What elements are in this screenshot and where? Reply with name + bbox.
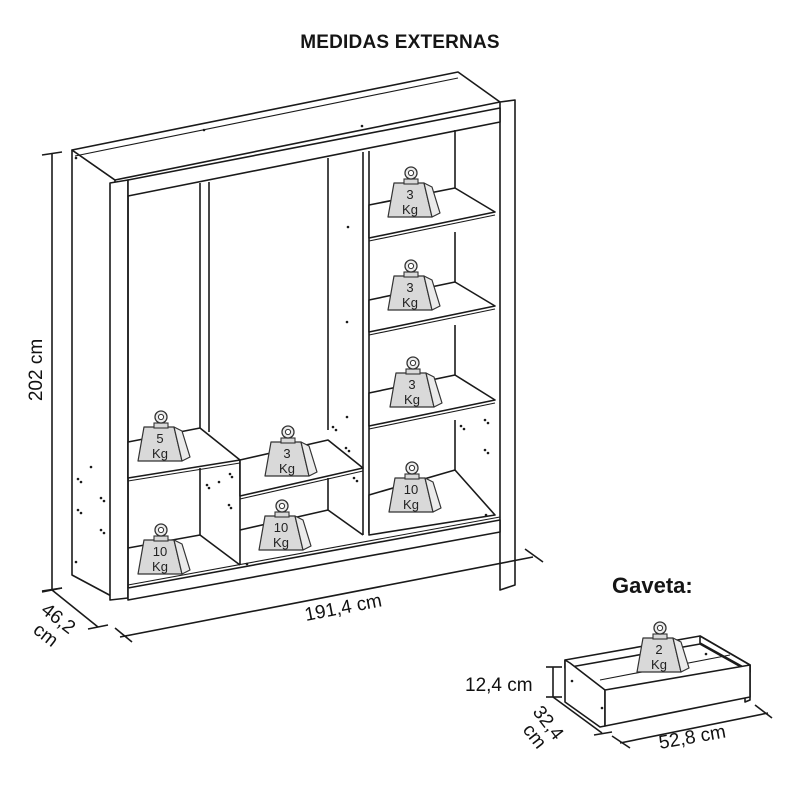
depth-dimension: 46,2 cm bbox=[29, 587, 109, 652]
svg-text:Kg: Kg bbox=[404, 392, 420, 407]
left-side-panel bbox=[71, 149, 116, 599]
svg-text:10: 10 bbox=[404, 482, 418, 497]
svg-text:10: 10 bbox=[274, 520, 288, 535]
svg-text:Kg: Kg bbox=[402, 202, 418, 217]
base-rail bbox=[127, 519, 501, 601]
front-left-post bbox=[109, 179, 129, 601]
svg-text:3: 3 bbox=[406, 280, 413, 295]
svg-text:202 cm: 202 cm bbox=[26, 339, 47, 401]
drawer-title: Gaveta: bbox=[612, 573, 693, 598]
svg-text:12,4 cm: 12,4 cm bbox=[465, 675, 533, 696]
weight-left-bottom: 10 Kg bbox=[137, 523, 191, 575]
weight-right-3: 3 Kg bbox=[389, 356, 443, 408]
svg-text:3: 3 bbox=[408, 377, 415, 392]
assembly-holes bbox=[74, 124, 490, 566]
svg-text:Kg: Kg bbox=[402, 295, 418, 310]
wardrobe: 3 Kg 3 Kg 3 Kg 10 Kg 5 Kg 10 Kg bbox=[71, 71, 516, 601]
weight-left-shelf: 5 Kg bbox=[137, 410, 191, 462]
svg-text:191,4 cm: 191,4 cm bbox=[303, 590, 384, 626]
weight-right-1: 3 Kg bbox=[387, 166, 441, 218]
svg-text:Kg: Kg bbox=[403, 497, 419, 512]
svg-text:10: 10 bbox=[153, 544, 167, 559]
weight-right-2: 3 Kg bbox=[387, 259, 441, 311]
svg-text:Kg: Kg bbox=[152, 559, 168, 574]
drawer: 2 Kg bbox=[564, 621, 751, 728]
svg-text:Kg: Kg bbox=[279, 461, 295, 476]
svg-text:5: 5 bbox=[156, 431, 163, 446]
right-side-panel bbox=[499, 99, 516, 591]
svg-text:2: 2 bbox=[655, 642, 662, 657]
svg-text:Kg: Kg bbox=[273, 535, 289, 550]
weight-drawer: 2 Kg bbox=[636, 621, 690, 673]
diagram-title: MEDIDAS EXTERNAS bbox=[300, 32, 500, 53]
front-top-rail bbox=[127, 107, 501, 197]
drawer-width-dimension: 52,8 cm bbox=[611, 704, 773, 754]
drawer-height-dimension: 12,4 cm bbox=[465, 666, 562, 698]
weight-right-bottom: 10 Kg bbox=[388, 461, 442, 513]
weight-center-bottom: 10 Kg bbox=[258, 499, 312, 551]
svg-text:3: 3 bbox=[283, 446, 290, 461]
svg-text:3: 3 bbox=[406, 187, 413, 202]
height-dimension: 202 cm bbox=[26, 151, 63, 592]
svg-text:Kg: Kg bbox=[651, 657, 667, 672]
svg-text:52,8 cm: 52,8 cm bbox=[657, 722, 727, 754]
svg-text:Kg: Kg bbox=[152, 446, 168, 461]
drawer-front bbox=[604, 664, 751, 727]
weight-center-shelf: 3 Kg bbox=[264, 425, 318, 477]
